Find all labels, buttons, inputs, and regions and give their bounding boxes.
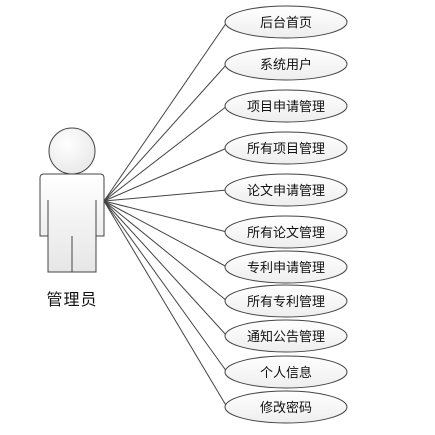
association-line	[103, 189, 228, 202]
use-case-label: 所有论文管理	[247, 226, 325, 241]
association-line	[103, 200, 228, 233]
use-case-ellipse	[224, 390, 348, 424]
association-line	[103, 200, 228, 408]
use-case-ellipse	[224, 131, 348, 165]
use-case: 通知公告管理	[224, 319, 348, 353]
use-case: 个人信息	[224, 355, 348, 389]
use-case-label: 通知公告管理	[247, 329, 325, 345]
use-case-label: 个人信息	[260, 365, 312, 381]
association-line	[103, 200, 228, 302]
use-case: 所有论文管理	[224, 215, 348, 249]
use-case-ellipse	[224, 355, 348, 389]
use-case-ellipse	[224, 250, 348, 284]
use-case: 系统用户	[224, 47, 348, 81]
use-case-label: 所有项目管理	[247, 142, 325, 157]
use-case-ellipse	[224, 89, 348, 123]
use-case-label: 论文申请管理	[247, 184, 325, 199]
association-line	[103, 200, 228, 373]
association-line	[103, 21, 228, 202]
actor-name: 管理员	[46, 290, 98, 309]
use-case-label: 所有专利管理	[247, 295, 325, 310]
association-line	[103, 200, 228, 268]
actor-figure	[39, 127, 105, 273]
use-case-group: 后台首页系统用户项目申请管理所有项目管理论文申请管理所有论文管理专利申请管理所有…	[224, 5, 348, 424]
use-case: 修改密码	[224, 390, 348, 424]
use-case: 专利申请管理	[224, 250, 348, 284]
use-case-ellipse	[224, 173, 348, 207]
use-case-label: 系统用户	[260, 57, 312, 73]
use-case: 论文申请管理	[224, 173, 348, 207]
use-case: 所有项目管理	[224, 131, 348, 165]
use-case-ellipse	[224, 47, 348, 81]
association-line	[103, 105, 228, 202]
use-case-label: 修改密码	[260, 400, 312, 416]
actor-head	[48, 127, 96, 175]
use-case-ellipse	[224, 284, 348, 318]
use-case-label: 专利申请管理	[247, 261, 325, 276]
use-case-label: 项目申请管理	[247, 100, 325, 115]
use-case-ellipse	[224, 215, 348, 249]
actor-body	[39, 173, 105, 273]
use-case: 项目申请管理	[224, 89, 348, 123]
association-line	[103, 147, 228, 202]
association-line	[103, 63, 228, 202]
use-case-label: 后台首页	[260, 16, 312, 31]
use-case-ellipse	[224, 5, 348, 39]
use-case: 所有专利管理	[224, 284, 348, 318]
use-case: 后台首页	[224, 5, 348, 39]
association-line	[103, 200, 228, 337]
association-lines	[103, 21, 228, 408]
use-case-ellipse	[224, 319, 348, 353]
